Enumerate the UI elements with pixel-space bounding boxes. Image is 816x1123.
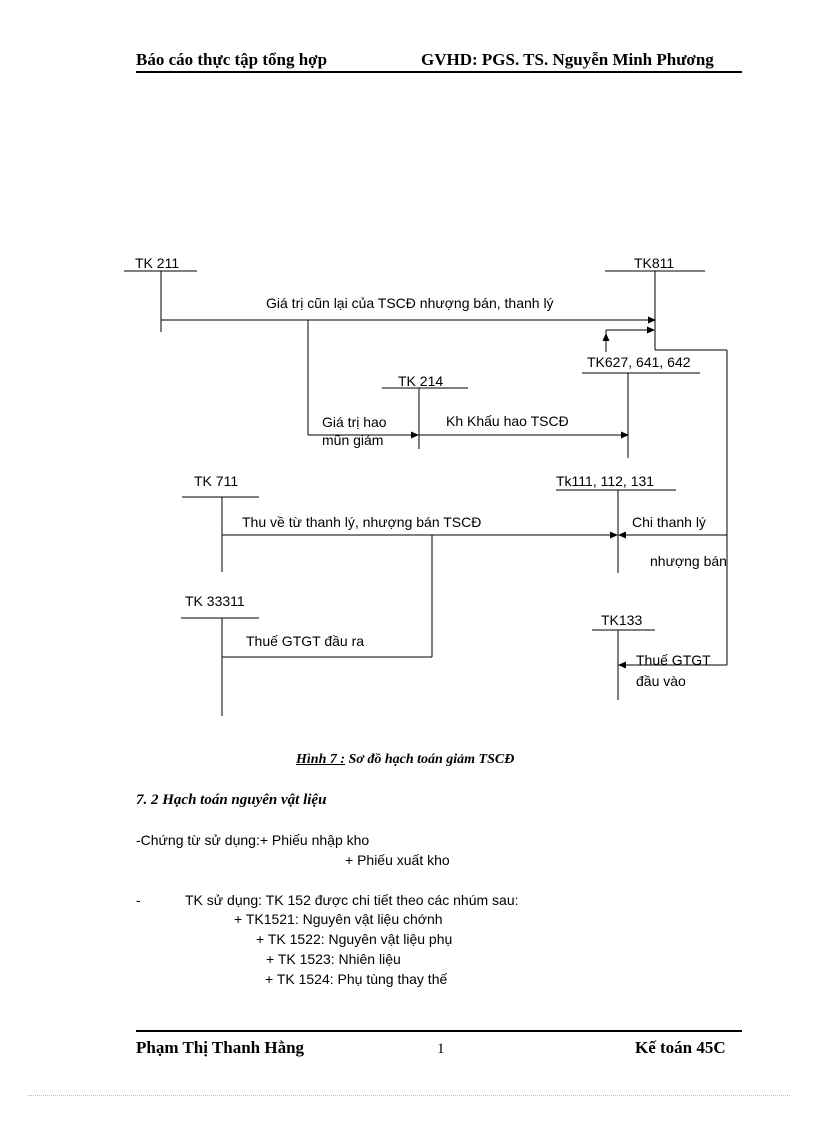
page-number: 1 bbox=[437, 1041, 445, 1057]
tk811-label: TK811 bbox=[634, 255, 675, 271]
chi-thanh-ly-label: Chi thanh lý bbox=[632, 514, 706, 530]
khau-hao-label: Kh Khấu hao TSCĐ bbox=[446, 413, 569, 429]
gia-tri-hao-label-1: Giá trị hao bbox=[322, 414, 387, 430]
thue-vao-label-1: Thuế GTGT bbox=[636, 652, 711, 668]
header-left: Báo cáo thực tập tổng hợp bbox=[136, 50, 328, 69]
page-edge-divider bbox=[28, 1095, 790, 1096]
chung-tu-line-2: + Phiếu xuất kho bbox=[345, 852, 450, 868]
nhuong-ban-label: nhượng bán bbox=[650, 553, 727, 569]
gia-tri-con-lai-label: Giá trị cũn lại của TSCĐ nhượng bán, tha… bbox=[266, 295, 554, 311]
header-right: GVHD: PGS. TS. Nguyễn Minh Phương bbox=[421, 50, 714, 69]
tk111-label: Tk111, 112, 131 bbox=[556, 473, 655, 489]
figure-caption: Hình 7 : Sơ đồ hạch toán giảm TSCĐ bbox=[296, 752, 514, 768]
tk-dash: - bbox=[136, 892, 141, 908]
footer-rule bbox=[136, 1030, 742, 1032]
gia-tri-hao-label-2: mũn giảm bbox=[322, 432, 384, 448]
tk-item-4: + TK 1524: Phụ tùng thay thế bbox=[265, 971, 448, 987]
tk-item-2: + TK 1522: Nguyên vật liệu phụ bbox=[256, 931, 453, 947]
tk-intro: TK sử dụng: TK 152 được chi tiết theo cá… bbox=[185, 892, 519, 908]
thue-vao-label-2: đầu vào bbox=[636, 673, 686, 689]
footer-class: Kế toán 45C bbox=[635, 1038, 726, 1057]
header-rule bbox=[136, 71, 742, 73]
tk214-label: TK 214 bbox=[398, 373, 444, 389]
figure-caption-prefix: Hình 7 : bbox=[296, 752, 346, 767]
tk627-label: TK627, 641, 642 bbox=[587, 354, 691, 370]
chung-tu-line-1: -Chứng từ sử dụng:+ Phiếu nhập kho bbox=[136, 832, 370, 848]
tk33311-label: TK 33311 bbox=[185, 593, 245, 609]
section-title: 7. 2 Hạch toán nguyên vật liệu bbox=[136, 792, 327, 808]
tk711-label: TK 711 bbox=[194, 473, 239, 489]
thu-ve-label: Thu về từ thanh lý, nhượng bán TSCĐ bbox=[242, 514, 482, 530]
thue-ra-label: Thuế GTGT đầu ra bbox=[246, 633, 365, 649]
tk-item-3: + TK 1523: Nhiên liệu bbox=[266, 951, 401, 967]
tk211-label: TK 211 bbox=[135, 255, 180, 271]
figure-caption-text: Sơ đồ hạch toán giảm TSCĐ bbox=[345, 752, 515, 767]
tk133-label: TK133 bbox=[601, 612, 643, 628]
tk-item-1: + TK1521: Nguyên vật liệu chớnh bbox=[234, 911, 443, 927]
footer-author: Phạm Thị Thanh Hằng bbox=[136, 1038, 305, 1057]
